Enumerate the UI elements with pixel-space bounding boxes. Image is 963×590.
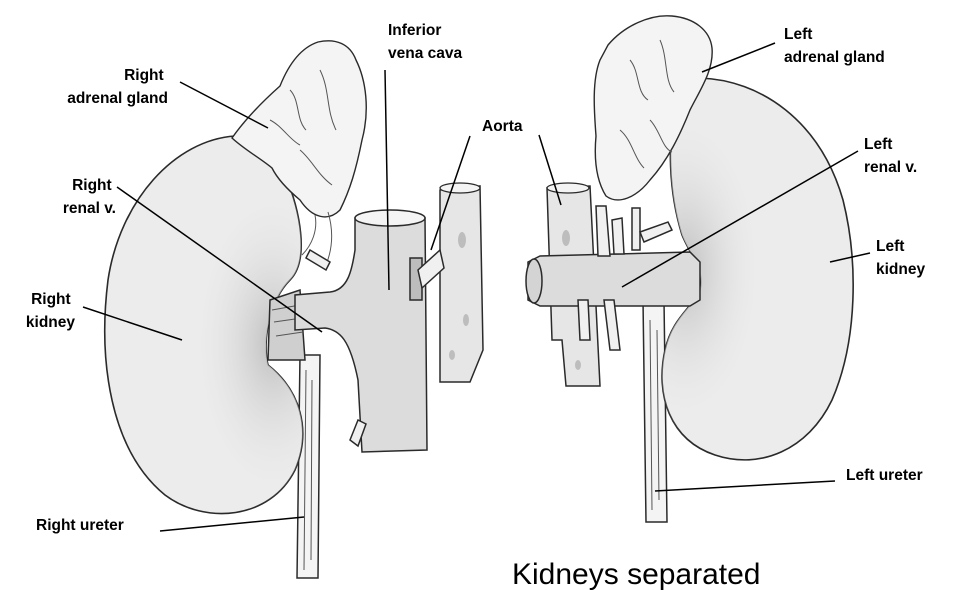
leader-right-ureter: [160, 517, 304, 531]
leader-left-ureter: [655, 481, 835, 491]
aorta-left-piece: [440, 186, 483, 382]
label-left-kidney: Left kidney: [876, 238, 925, 278]
label-inferior-vena-cava: Inferior vena cava: [388, 22, 462, 62]
label-left-adrenal-gland: Left adrenal gland: [784, 26, 885, 66]
label-aorta: Aorta: [482, 118, 523, 135]
label-right-adrenal-gland: Right adrenal gland: [67, 67, 168, 107]
diagram-caption: Kidneys separated: [512, 558, 761, 590]
right-ureter: [297, 355, 320, 578]
leader-left-adrenal: [702, 43, 775, 72]
label-left-renal-v: Left renal v.: [864, 136, 917, 176]
label-right-renal-v: Right renal v.: [63, 177, 116, 217]
left-renal-vein: [528, 252, 700, 306]
label-right-kidney: Right kidney: [26, 291, 75, 331]
left-ureter: [643, 300, 667, 522]
label-right-ureter: Right ureter: [36, 517, 124, 534]
leader-right-adrenal: [180, 82, 268, 128]
label-left-ureter: Left ureter: [846, 467, 923, 484]
